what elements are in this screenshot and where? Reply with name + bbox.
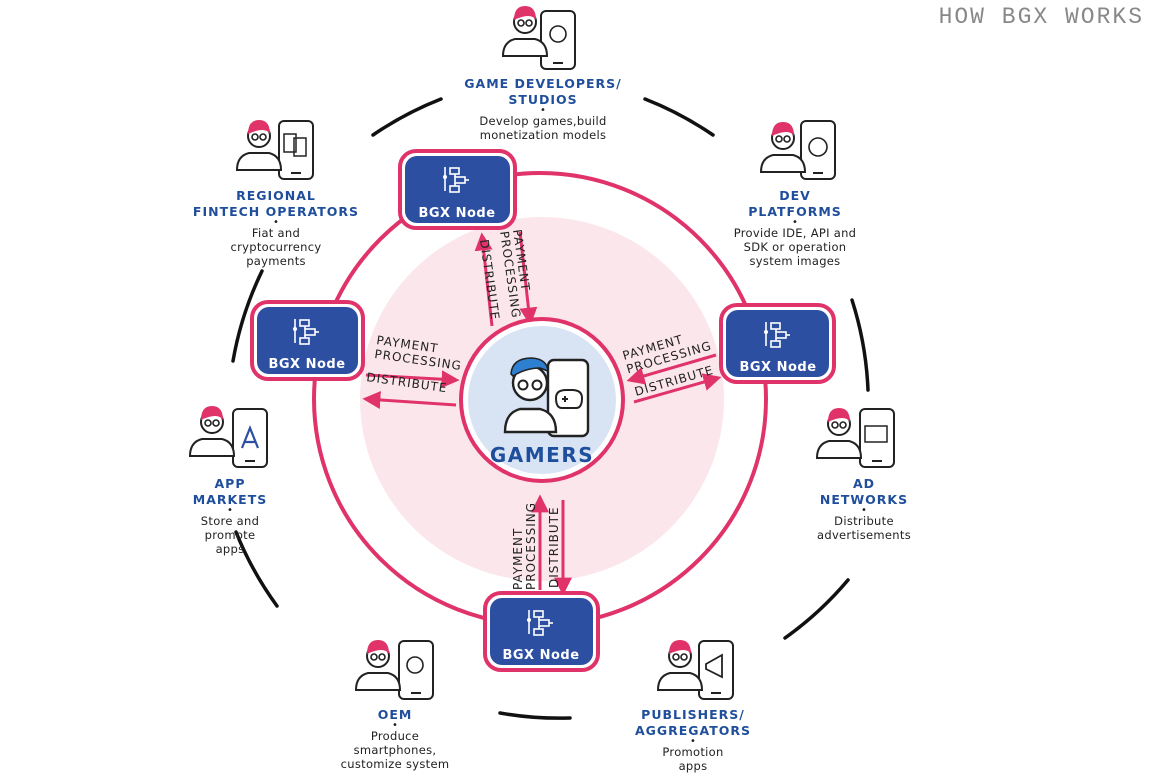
bgx-node-label: BGX Node — [502, 648, 579, 663]
actor-desc-line3: system images — [749, 254, 841, 268]
flow-bottom-payment-1: PAYMENT — [511, 528, 525, 590]
app-market-icon — [189, 405, 268, 468]
actor-name-line1: REGIONAL — [236, 188, 316, 203]
bgx-node-label: BGX Node — [268, 357, 345, 372]
gamers-hub: GAMERS — [459, 317, 625, 483]
actor-desc-line3: apps — [215, 542, 245, 556]
outer-ring — [231, 97, 870, 720]
actor-desc-line3: payments — [246, 254, 306, 268]
game-developer-icon — [502, 5, 576, 70]
actor-name-line2: MARKETS — [192, 492, 268, 507]
actor-desc-line2: apps — [678, 759, 708, 773]
ad-network-icon — [816, 407, 895, 468]
actor-desc-line3: customize system — [340, 757, 450, 771]
actor-dev-platforms: DEV PLATFORMS • Provide IDE, API and SDK… — [685, 188, 905, 268]
actor-name-line2: NETWORKS — [819, 492, 909, 507]
actor-name-line2: STUDIOS — [508, 92, 578, 107]
actor-name-line1: OEM — [377, 707, 413, 722]
bullet-dot: • — [392, 720, 398, 731]
actor-desc-line1: Produce — [370, 729, 420, 743]
dev-platform-icon — [760, 120, 836, 180]
actor-name-line1: PUBLISHERS/ — [641, 707, 745, 722]
actor-desc-line2: promote — [204, 528, 256, 542]
actor-desc-line2: SDK or operation — [743, 240, 847, 254]
actor-desc-line1: Store and — [200, 514, 260, 528]
bullet-dot: • — [861, 505, 867, 516]
actor-name-line1: GAME DEVELOPERS/ — [464, 76, 622, 91]
actor-desc-line1: Fiat and — [251, 226, 301, 240]
bgx-node-top: BGX Node — [398, 149, 517, 230]
actor-name-line1: DEV — [779, 188, 811, 203]
actor-ad-networks: AD NETWORKS • Distribute advertisements — [754, 476, 974, 542]
actor-name-line1: AD — [852, 476, 876, 491]
page-title: HOW BGX WORKS — [938, 4, 1144, 30]
actor-desc-line2: advertisements — [817, 528, 911, 542]
actor-fintech: REGIONAL FINTECH OPERATORS • Fiat and cr… — [166, 188, 386, 268]
bgx-node-bottom: BGX Node — [483, 591, 600, 672]
actor-app-markets: APP MARKETS • Store and promote apps — [120, 476, 340, 556]
actor-desc-line1: Promotion — [662, 745, 724, 759]
bullet-dot: • — [273, 217, 279, 228]
bullet-dot: • — [540, 105, 546, 116]
flow-bottom-distribute: DISTRIBUTE — [547, 506, 561, 588]
flow-bottom: PAYMENT PROCESSING DISTRIBUTE — [511, 494, 572, 596]
bullet-dot: • — [792, 217, 798, 228]
actor-oem: OEM • Produce smartphones, customize sys… — [285, 707, 505, 771]
actor-desc-line1: Develop games,build — [479, 114, 607, 128]
bullet-dot: • — [227, 505, 233, 516]
actor-desc-line1: Distribute — [834, 514, 894, 528]
actor-desc-line2: cryptocurrency — [230, 240, 322, 254]
actor-desc-line2: smartphones, — [353, 743, 437, 757]
actor-desc-line2: monetization models — [479, 128, 607, 142]
actor-publishers: PUBLISHERS/ AGGREGATORS • Promotion apps — [583, 707, 803, 773]
megaphone-icon — [657, 639, 734, 700]
gamers-label: GAMERS — [490, 443, 594, 467]
bgx-node-right: BGX Node — [719, 303, 836, 384]
actor-name-line1: APP — [214, 476, 246, 491]
bgx-node-label: BGX Node — [739, 360, 816, 375]
oem-icon — [355, 639, 434, 700]
fintech-icon — [236, 119, 314, 180]
flow-bottom-payment-2: PROCESSING — [524, 502, 538, 590]
actor-name-line2: FINTECH OPERATORS — [192, 204, 360, 219]
gamer-avatar-icon — [503, 357, 558, 434]
bgx-node-label: BGX Node — [418, 206, 495, 221]
bullet-dot: • — [690, 736, 696, 747]
actor-desc-line1: Provide IDE, API and — [733, 226, 857, 240]
actor-game-developers: GAME DEVELOPERS/ STUDIOS • Develop games… — [433, 76, 653, 142]
actor-name-line2: AGGREGATORS — [634, 723, 752, 738]
bgx-node-left: BGX Node — [250, 300, 365, 381]
gamepad-icon — [554, 389, 584, 409]
actor-name-line2: PLATFORMS — [748, 204, 842, 219]
